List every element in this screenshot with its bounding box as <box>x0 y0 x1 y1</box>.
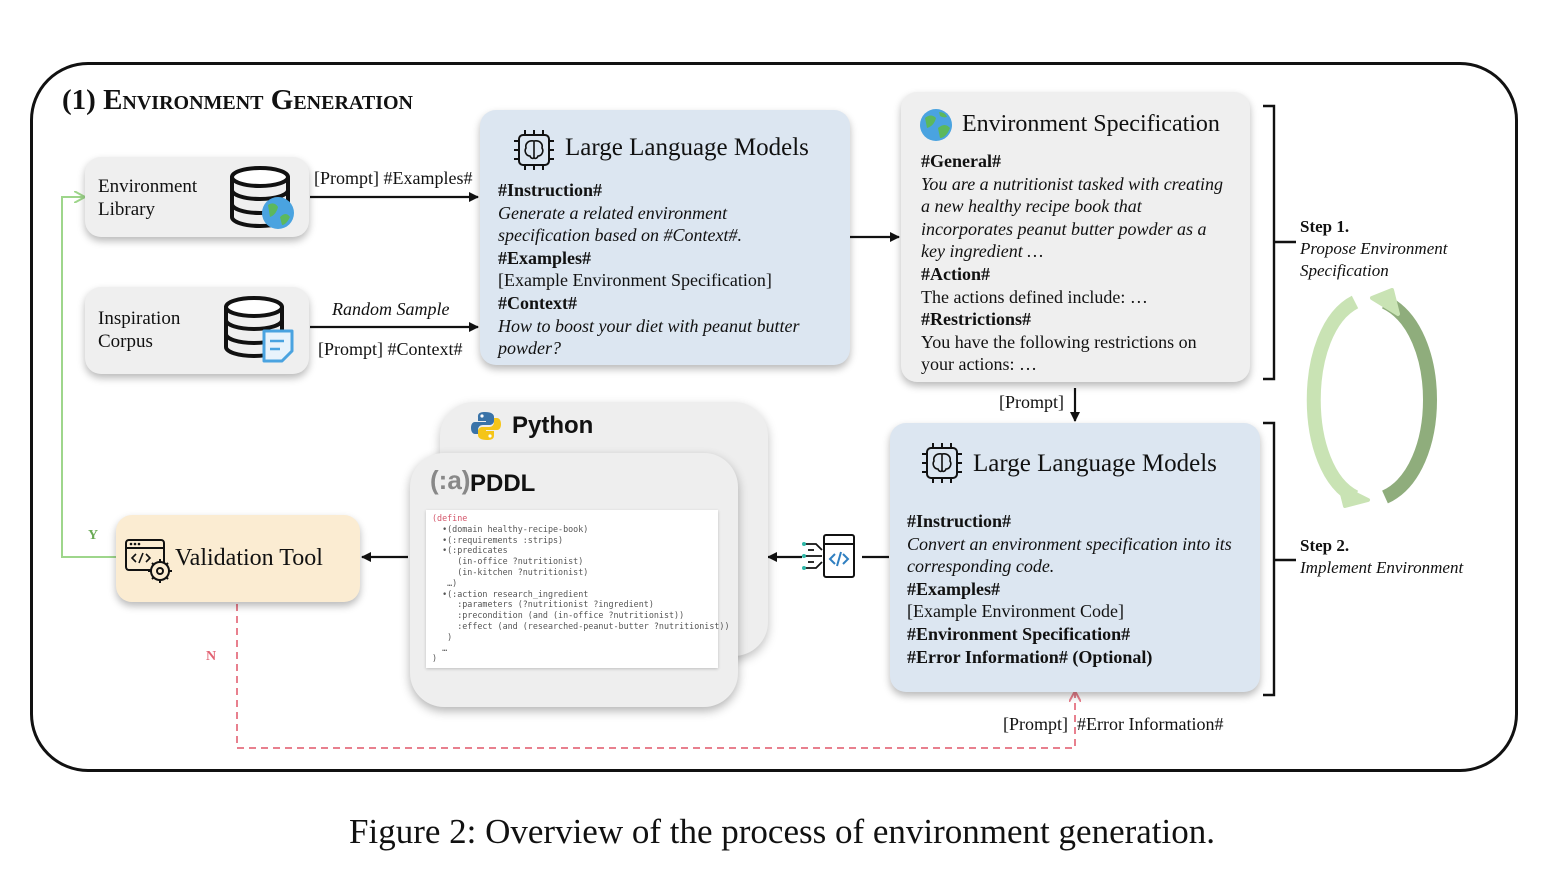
validation-gear-icon <box>125 539 172 583</box>
figure-caption: Figure 2: Overview of the process of env… <box>349 812 1215 851</box>
yes-loop-arrow <box>61 197 116 558</box>
no-label: N <box>206 649 217 664</box>
llm-propose-title: Large Language Models <box>565 134 809 161</box>
llm-implement-title: Large Language Models <box>973 450 1217 477</box>
environment-generation-frame <box>30 62 1518 772</box>
code-line: :precondition (and (in-office ?nutrition… <box>432 610 685 621</box>
code-line: •(:predicates <box>432 545 508 556</box>
prompt-line: #General# <box>921 151 1001 171</box>
inspiration-corpus-box: Inspiration Corpus <box>85 287 309 374</box>
code-line: ) <box>432 631 453 642</box>
prompt-line: your actions: … <box>921 354 1037 375</box>
prompt-line: powder? <box>498 338 561 359</box>
code-line: … <box>432 642 448 653</box>
step2-title: Step 2. <box>1300 536 1350 555</box>
python-label: Python <box>512 412 594 439</box>
prompt-line: Convert an environment specification int… <box>907 533 1232 554</box>
prompt-line: key ingredient … <box>921 241 1044 262</box>
prompt-line: #Examples# <box>907 578 1001 599</box>
edge-label-prompt-examples: [Prompt] #Examples# <box>314 168 473 188</box>
database-globe-icon <box>230 166 294 229</box>
prompt-line: #Environment Specification# <box>907 623 1131 644</box>
llm-propose-box: Large Language Models #Instruction#Gener… <box>480 110 850 365</box>
pddl-code-snippet: (define •(domain healthy-recipe-book) •(… <box>426 510 730 668</box>
pddl-label: PDDL <box>470 470 536 497</box>
inspiration-corpus-label-line2: Corpus <box>98 331 153 352</box>
code-line: •(domain healthy-recipe-book) <box>432 523 589 534</box>
prompt-line: The actions defined include: … <box>921 286 1148 307</box>
code-line: ) <box>432 653 438 664</box>
code-line: (in-office ?nutritionist) <box>432 556 584 567</box>
prompt-line: #Restrictions# <box>921 309 1031 330</box>
llm-propose-prompt: #Instruction#Generate a related environm… <box>498 179 800 360</box>
prompt-line: corresponding code. <box>907 556 1055 577</box>
step2-line1: Implement Environment <box>1300 558 1464 577</box>
step1-line1: Propose Environment <box>1300 239 1448 258</box>
prompt-line: You are a nutritionist tasked with creat… <box>921 173 1224 194</box>
environment-specification-content: #General#You are a nutritionist tasked w… <box>921 150 1223 376</box>
step2-label: Step 2. Implement Environment <box>1300 535 1463 579</box>
yes-label: Y <box>88 528 99 543</box>
chip-brain-icon <box>514 130 554 170</box>
python-logo-icon <box>471 412 501 440</box>
edge-label-prompt: [Prompt] <box>999 392 1064 412</box>
edge-label-random-sample: Random Sample <box>332 299 450 319</box>
prompt-line: #Error Information# (Optional) <box>907 646 1153 667</box>
prompt-line: [Example Environment Code] <box>907 601 1124 622</box>
step1-title: Step 1. <box>1300 217 1350 236</box>
cycle-arrows-icon <box>1306 288 1437 508</box>
code-line: …) <box>432 577 458 588</box>
prompt-line: specification based on #Context#. <box>498 225 742 246</box>
step1-bracket <box>1263 104 1296 381</box>
environment-library-box: Environment Library <box>85 157 309 237</box>
environment-specification-title: Environment Specification <box>962 111 1220 137</box>
edge-label-prompt-error: [Prompt] #Error Information# <box>1003 714 1224 734</box>
environment-library-label-line2: Library <box>98 199 155 220</box>
edge-label-prompt-context: [Prompt] #Context# <box>318 339 463 359</box>
pddl-logo-icon: (:a) <box>430 465 471 495</box>
environment-library-label-line1: Environment <box>98 176 198 197</box>
prompt-line: #Action# <box>921 263 990 284</box>
chip-brain-icon <box>922 443 962 483</box>
prompt-line: #Instruction# <box>907 511 1012 531</box>
prompt-line: a new healthy recipe book that <box>921 196 1142 217</box>
step1-label: Step 1. Propose Environment Specificatio… <box>1300 216 1447 282</box>
code-line: (define <box>432 513 468 523</box>
code-converter-icon <box>802 534 855 578</box>
llm-implement-box: Large Language Models #Instruction#Conve… <box>890 423 1260 692</box>
prompt-line: Generate a related environment <box>498 202 728 223</box>
code-line: :parameters (?nutritionist ?ingredient) <box>432 599 654 610</box>
prompt-line: [Example Environment Specification] <box>498 270 772 291</box>
step1-line2: Specification <box>1300 261 1389 280</box>
prompt-line: #Instruction# <box>498 180 603 200</box>
inspiration-corpus-label-line1: Inspiration <box>98 308 181 329</box>
prompt-line: incorporates peanut butter powder as a <box>921 218 1207 239</box>
llm-implement-prompt: #Instruction#Convert an environment spec… <box>907 510 1232 668</box>
validation-tool-label: Validation Tool <box>175 545 323 571</box>
validation-tool-box: Validation Tool <box>116 515 360 602</box>
code-line: •(:action research_ingredient <box>432 588 589 599</box>
code-line: :effect (and (researched-peanut-butter ?… <box>432 620 730 631</box>
code-line: •(:requirements :strips) <box>432 534 564 545</box>
section-title: (1) Environment Generation <box>62 84 413 116</box>
prompt-line: How to boost your diet with peanut butte… <box>498 315 800 336</box>
database-note-icon <box>224 296 294 363</box>
prompt-line: #Context# <box>498 292 577 313</box>
no-loop-arrow <box>236 604 1075 749</box>
prompt-line: #Examples# <box>498 247 592 268</box>
globe-icon <box>920 109 952 141</box>
code-line: (in-kitchen ?nutritionist) <box>432 566 589 577</box>
prompt-line: You have the following restrictions on <box>921 331 1197 352</box>
environment-specification-box: Environment Specification #General#You a… <box>901 92 1250 382</box>
step2-bracket <box>1263 421 1296 697</box>
